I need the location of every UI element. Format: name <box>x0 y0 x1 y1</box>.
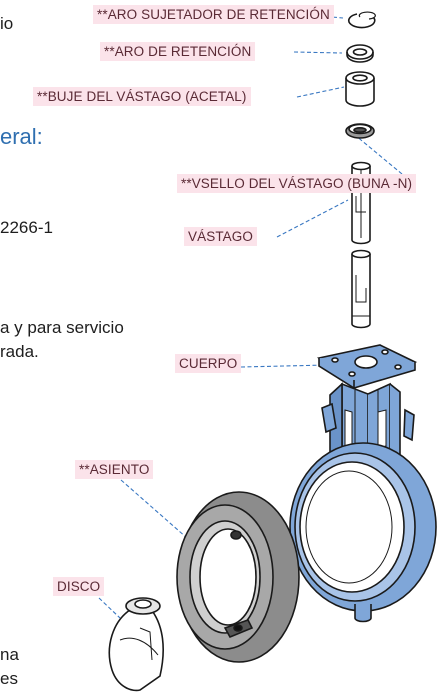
leader-body <box>240 364 328 368</box>
callout-seat: **ASIENTO <box>75 460 154 479</box>
leader-seat <box>120 479 188 539</box>
retaining-clip-part <box>348 11 376 29</box>
callout-stem-bushing: **BUJE DEL VÁSTAGO (ACETAL) <box>33 87 251 106</box>
stem-seal-part <box>345 123 375 139</box>
disc-part <box>108 597 164 692</box>
leader-stem <box>276 199 349 238</box>
seat-part <box>176 491 300 663</box>
text-fragment-na: na <box>0 645 19 664</box>
heading-fragment: eral: <box>0 124 43 149</box>
retaining-ring-part <box>346 44 374 63</box>
callout-stem: VÁSTAGO <box>184 227 257 246</box>
leader-disc <box>98 597 121 619</box>
leader-retaining-ring <box>293 51 343 54</box>
text-fragment-es: es <box>0 669 18 688</box>
leader-stem-bushing <box>296 86 345 98</box>
text-fragment-line2: rada. <box>0 342 39 361</box>
part-number-fragment: 2266-1 <box>0 218 53 237</box>
callout-retaining-ring: **ARO DE RETENCIÓN <box>100 42 256 61</box>
callout-retaining-clip: **ARO SUJETADOR DE RETENCIÓN <box>93 5 334 24</box>
callout-stem-seal: **VSELLO DEL VÁSTAGO (BUNA -N) <box>177 174 417 193</box>
leader-stem-seal <box>354 134 403 175</box>
stem-bushing-part <box>345 71 375 107</box>
callout-disc: DISCO <box>53 577 105 596</box>
text-fragment-line1: a y para servicio <box>0 318 124 337</box>
valve-body-part <box>289 344 437 623</box>
callout-body: CUERPO <box>175 354 242 373</box>
text-fragment-io: io <box>0 14 14 33</box>
